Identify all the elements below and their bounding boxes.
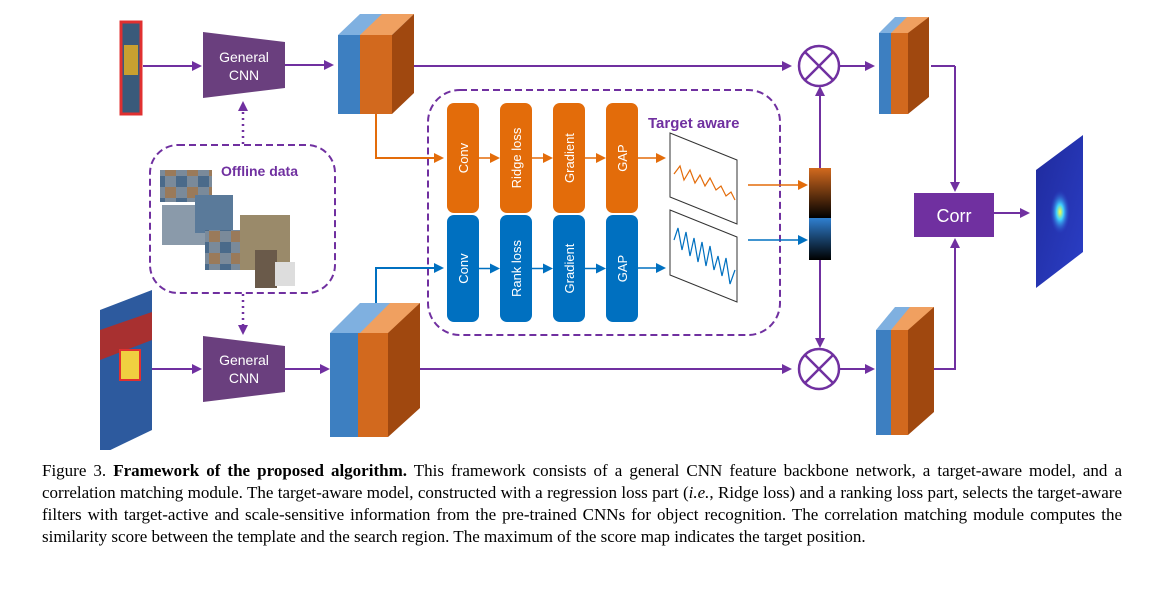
template-image: [119, 20, 143, 116]
general-cnn-top-line2: CNN: [229, 67, 259, 83]
offline-data-label: Offline data: [221, 163, 298, 179]
ridge-weight-plot: [669, 132, 738, 225]
figure-label: Figure 3.: [42, 461, 107, 480]
ridge-block-label-0: Conv: [456, 142, 471, 173]
target-aware-box: [427, 89, 781, 336]
selected-feature-top: [879, 17, 929, 114]
target-aware-label: Target aware: [648, 115, 739, 132]
framework-diagram: General CNN General CNN Offl: [100, 14, 1083, 450]
selected-feature-bottom: [876, 307, 934, 435]
corr-block: Corr: [914, 193, 994, 237]
rank-block-0: [447, 215, 479, 322]
ridge-block-label-1: Ridge loss: [509, 127, 524, 188]
rank-block-label-1: Rank loss: [509, 239, 524, 297]
feature-cube-bottom: [330, 303, 420, 437]
ridge-branch: Conv Ridge loss Gradient GAP: [447, 103, 638, 213]
multiply-top-icon: [797, 44, 841, 88]
rank-branch: Conv Rank loss Gradient GAP: [447, 215, 638, 322]
rank-block-3: [606, 215, 638, 322]
figure-caption: Figure 3. Framework of the proposed algo…: [42, 460, 1122, 548]
rank-block-label-3: GAP: [615, 255, 630, 282]
ridge-block-0: [447, 103, 479, 213]
ridge-block-1: [500, 103, 532, 213]
general-cnn-bottom: General CNN: [203, 336, 285, 402]
rank-block-1: [500, 215, 532, 322]
caption-body-2: , Ridge loss) and a ranking loss part, s…: [42, 483, 1122, 546]
ridge-block-3: [606, 103, 638, 213]
search-image: [100, 290, 152, 450]
multiply-bottom-icon: [797, 347, 841, 391]
general-cnn-top-line1: General: [219, 49, 269, 65]
ridge-block-label-2: Gradient: [562, 133, 577, 183]
rank-block-2: [553, 215, 585, 322]
score-map: [1036, 135, 1083, 288]
general-cnn-top: General CNN: [203, 32, 285, 98]
rank-block-label-0: Conv: [456, 253, 471, 284]
feature-cube-top: [338, 14, 414, 114]
caption-body-1: This framework consists of a general CNN…: [42, 461, 1122, 502]
caption-ie: i.e.: [688, 483, 710, 502]
ridge-block-label-3: GAP: [615, 144, 630, 171]
rank-block-label-2: Gradient: [562, 243, 577, 293]
general-cnn-bottom-line1: General: [219, 352, 269, 368]
offline-data-box: Offline data: [149, 144, 336, 294]
caption-title: Framework of the proposed algorithm.: [113, 461, 407, 480]
ridge-block-2: [553, 103, 585, 213]
corr-label: Corr: [937, 206, 972, 226]
general-cnn-bottom-line2: CNN: [229, 370, 259, 386]
filter-selection-bar: [809, 168, 831, 260]
rank-weight-plot: [669, 209, 738, 303]
